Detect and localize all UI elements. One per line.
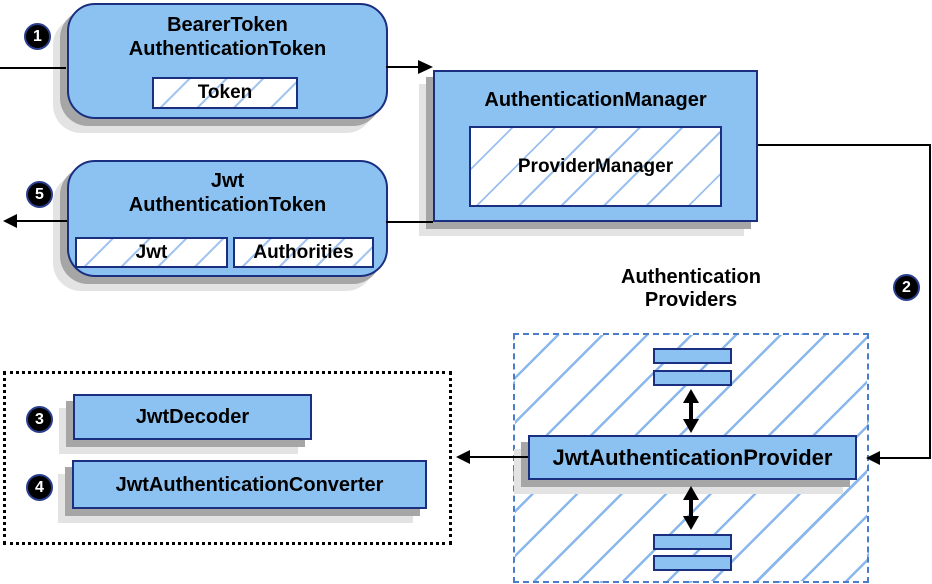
step-4-badge: 4 [26, 474, 53, 501]
authentication-providers-label: Authentication Providers [513, 266, 869, 312]
jwt-chip: Jwt [75, 237, 228, 268]
step-5-badge: 5 [26, 181, 53, 208]
jwt-authentication-token-box: Jwt AuthenticationToken Jwt Authorities [67, 160, 388, 277]
bearer-token-authentication-token-box: BearerToken AuthenticationToken Token [67, 3, 388, 119]
provider-bar-bottom-2 [653, 555, 732, 571]
jwt-token-title-line1: Jwt [210, 170, 245, 192]
bearer-token-title-line1: BearerToken [167, 14, 288, 36]
authentication-providers-label-line1: Authentication [621, 266, 761, 288]
provider-bar-top-1 [653, 348, 732, 364]
token-chip: Token [152, 77, 298, 109]
step-2-badge: 2 [893, 274, 920, 301]
provider-bar-bottom-1 [653, 534, 732, 550]
jwt-decoder-box: JwtDecoder [73, 394, 312, 440]
provider-bar-top-2 [653, 370, 732, 386]
provider-manager-chip: ProviderManager [469, 126, 722, 207]
jwt-authentication-converter-box: JwtAuthenticationConverter [72, 460, 427, 509]
authentication-manager-box: AuthenticationManager ProviderManager [433, 70, 758, 222]
arrow-bearer-to-manager [386, 60, 433, 74]
arrow-jwt-token-out [3, 214, 67, 228]
bearer-token-title-line2: AuthenticationToken [128, 38, 327, 60]
authorities-chip: Authorities [233, 237, 374, 268]
jwt-token-title-line2: AuthenticationToken [128, 194, 327, 216]
step-3-badge: 3 [26, 406, 53, 433]
authentication-manager-title: AuthenticationManager [484, 89, 707, 111]
jwt-authentication-provider-box: JwtAuthenticationProvider [528, 435, 857, 480]
step-1-badge: 1 [24, 23, 51, 50]
authentication-providers-label-line2: Providers [644, 289, 738, 311]
